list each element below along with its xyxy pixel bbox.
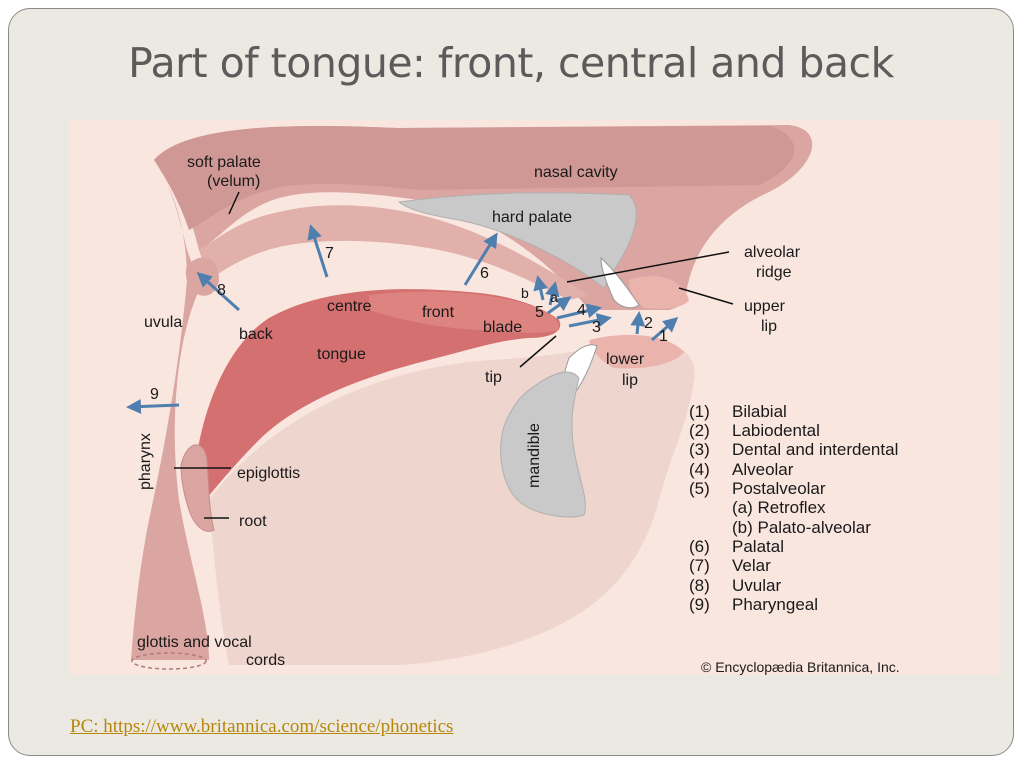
arrow-2: [630, 311, 646, 335]
num-a: a: [550, 289, 558, 305]
slide: Part of tongue: front, central and back: [8, 8, 1014, 756]
pointer-alveolar-ridge: [566, 251, 730, 283]
label-soft-palate: soft palate: [187, 154, 261, 171]
legend-text-2: Labiodental: [732, 421, 820, 440]
legend-num-6: (6): [689, 537, 710, 556]
legend-num-5: (5): [689, 479, 710, 498]
label-tip: tip: [485, 369, 502, 386]
pointer-upper-lip: [678, 287, 734, 305]
legend-text-5a: (a) Retroflex: [732, 498, 826, 517]
label-glottis: glottis and vocal: [137, 634, 252, 651]
num-5: 5: [535, 304, 544, 321]
nasal-cavity-region: [154, 126, 795, 230]
diagram-svg: soft palate (velum) nasal cavity hard pa…: [126, 125, 900, 675]
tongue-front: [369, 291, 560, 333]
arrow-3: [568, 312, 612, 328]
legend-num-8: (8): [689, 576, 710, 595]
copyright-notice: © Encyclopædia Britannica, Inc.: [701, 659, 900, 675]
upper-tooth: [600, 256, 640, 309]
legend-num-9: (9): [689, 595, 710, 614]
label-alveolar: alveolar: [744, 244, 801, 261]
label-uvula: uvula: [144, 314, 182, 331]
num-6: 6: [480, 265, 489, 282]
velum-roof: [199, 205, 589, 300]
num-7: 7: [325, 245, 334, 262]
tongue-body: [193, 289, 561, 515]
vocal-tract-diagram: soft palate (velum) nasal cavity hard pa…: [69, 120, 1000, 675]
legend-text-4: Alveolar: [732, 460, 794, 479]
label-mandible: mandible: [526, 423, 543, 488]
pharynx-column: [131, 160, 209, 660]
mandible-bone: [500, 371, 586, 518]
slide-title: Part of tongue: front, central and back: [128, 39, 894, 87]
label-upper-lip: lip: [761, 318, 777, 335]
label-tongue: tongue: [317, 346, 366, 363]
label-centre: centre: [327, 298, 372, 315]
label-lower-lip: lip: [622, 372, 638, 389]
label-front: front: [422, 304, 455, 321]
legend-text-3: Dental and interdental: [732, 440, 898, 459]
legend-text-1: Bilabial: [732, 402, 787, 421]
legend-text-9: Pharyngeal: [732, 595, 818, 614]
arrow-4: [556, 303, 602, 320]
num-4: 4: [577, 302, 586, 319]
hard-palate-bone: [397, 192, 637, 289]
legend-num-1: (1): [689, 402, 710, 421]
arrow-8: [196, 271, 241, 312]
arrow-7: [307, 224, 329, 278]
pointer-soft-palate: [228, 191, 240, 215]
legend-num-2: (2): [689, 421, 710, 440]
arrow-5: [547, 296, 572, 315]
upper-lip: [629, 276, 689, 309]
glottis-ring: [131, 652, 207, 670]
num-1: 1: [659, 328, 668, 345]
lower-jaw-tissue: [209, 340, 695, 665]
pointer-tip: [519, 335, 557, 368]
label-lower: lower: [606, 351, 645, 368]
num-3: 3: [592, 319, 601, 336]
legend-text-6: Palatal: [732, 537, 784, 556]
arrow-6: [463, 232, 498, 286]
legend: (1) Bilabial (2) Labiodental (3) Dental …: [689, 402, 898, 614]
arrow-9: [126, 399, 180, 415]
label-pharynx: pharynx: [137, 433, 154, 490]
source-credit-link[interactable]: PC: https://www.britannica.com/science/p…: [70, 716, 454, 737]
legend-text-7: Velar: [732, 556, 771, 575]
label-velum: (velum): [207, 173, 260, 190]
arrow-5b: [533, 275, 548, 301]
arrow-5a: [544, 281, 560, 306]
legend-num-4: (4): [689, 460, 710, 479]
legend-text-5b: (b) Palato-alveolar: [732, 518, 871, 537]
num-8: 8: [217, 282, 226, 299]
label-upper: upper: [744, 298, 786, 315]
label-nasal-cavity: nasal cavity: [534, 164, 618, 181]
lower-lip: [589, 334, 684, 369]
label-hard-palate: hard palate: [492, 209, 572, 226]
legend-num-7: (7): [689, 556, 710, 575]
epiglottis-flap: [180, 444, 215, 532]
arrow-1: [651, 317, 679, 342]
num-9: 9: [150, 386, 159, 403]
label-cords: cords: [246, 652, 285, 669]
legend-text-5: Postalveolar: [732, 479, 826, 498]
legend-text-8: Uvular: [732, 576, 781, 595]
legend-num-3: (3): [689, 440, 710, 459]
label-back: back: [239, 326, 274, 343]
num-2: 2: [644, 315, 653, 332]
label-blade: blade: [483, 319, 522, 336]
num-b: b: [521, 285, 529, 301]
label-root: root: [239, 513, 267, 530]
label-epiglottis: epiglottis: [237, 465, 300, 482]
label-ridge: ridge: [756, 264, 792, 281]
